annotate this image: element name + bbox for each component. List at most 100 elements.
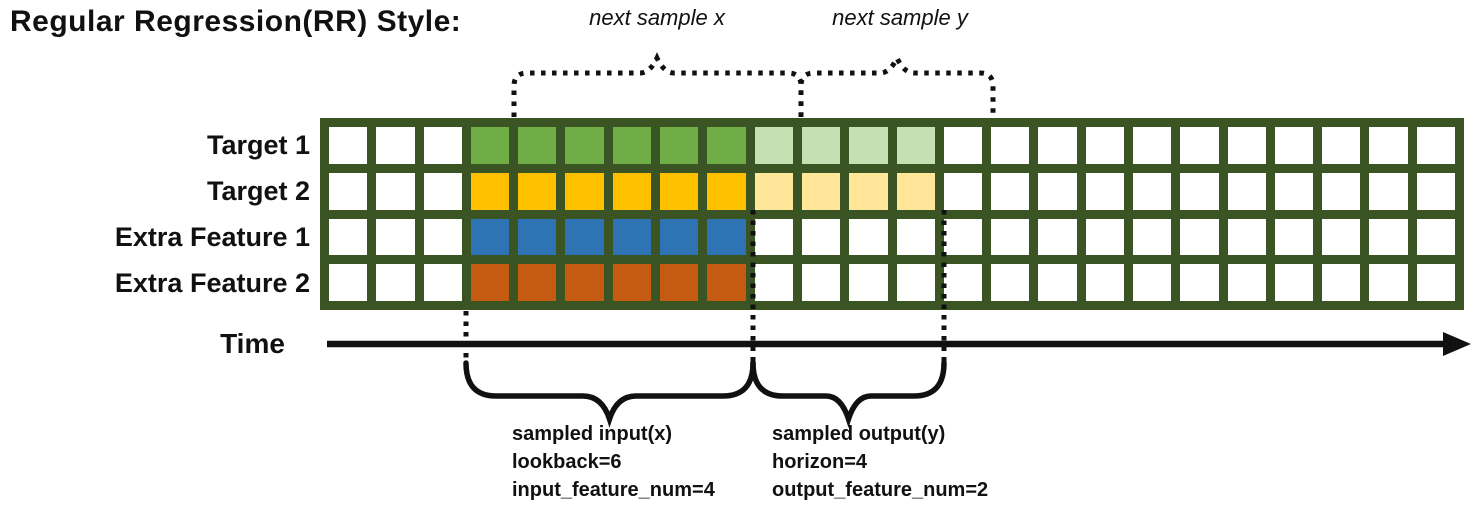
grid-cell	[991, 264, 1030, 301]
grid-cell	[470, 127, 510, 164]
grid-cell	[1132, 172, 1172, 210]
grid-cell	[849, 264, 888, 301]
grid-cell	[1180, 127, 1219, 164]
time-arrowhead-icon	[1443, 332, 1471, 356]
feature-grid	[320, 118, 1464, 310]
grid-cell	[1085, 218, 1124, 256]
lookback-value: lookback=6	[512, 451, 622, 473]
grid-cell	[849, 172, 888, 210]
sampled-output-info: sampled output(y) horizon=4 output_featu…	[772, 420, 988, 504]
grid-cell	[707, 264, 746, 301]
grid-cell	[329, 127, 368, 164]
grid-cell	[518, 218, 557, 256]
grid-cell	[707, 172, 746, 210]
grid-cell	[660, 218, 699, 256]
grid-cell	[1132, 218, 1172, 256]
grid-cell	[1180, 264, 1219, 301]
grid-cell	[801, 264, 841, 301]
next-sample-y-label: next sample y	[832, 5, 968, 30]
grid-cell	[1369, 264, 1408, 301]
grid-cell	[1227, 218, 1266, 256]
grid-cell	[1416, 127, 1455, 164]
grid-cell	[376, 218, 415, 256]
grid-cell	[896, 264, 935, 301]
grid-cell	[1227, 264, 1266, 301]
grid-cell	[1227, 172, 1266, 210]
grid-cell	[565, 172, 604, 210]
grid-cell	[754, 264, 793, 301]
grid-cell	[1038, 172, 1077, 210]
grid-cell	[991, 172, 1030, 210]
grid-cell	[849, 127, 888, 164]
grid-cell	[660, 172, 699, 210]
grid-cell	[423, 264, 462, 301]
grid-cell	[991, 127, 1030, 164]
grid-cell	[1274, 218, 1314, 256]
grid-cell	[707, 127, 746, 164]
grid-cell	[849, 218, 888, 256]
grid-cell	[1132, 127, 1172, 164]
grid-cell	[470, 172, 510, 210]
row-label-target-2: Target 2	[206, 176, 310, 206]
grid-cell	[518, 127, 557, 164]
grid-cell	[423, 127, 462, 164]
grid-cell	[423, 218, 462, 256]
grid-cell	[1322, 218, 1361, 256]
grid-cell	[1369, 127, 1408, 164]
grid-cell	[1038, 218, 1077, 256]
grid-cell	[1322, 127, 1361, 164]
grid-cell	[470, 264, 510, 301]
sampled-output-brace	[750, 360, 947, 428]
grid-cell	[518, 172, 557, 210]
grid-cell	[801, 218, 841, 256]
grid-cell	[754, 172, 793, 210]
grid-cell	[329, 172, 368, 210]
grid-cell	[612, 218, 652, 256]
output-feature-num-value: output_feature_num=2	[772, 479, 989, 501]
input-feature-num-value: input_feature_num=4	[512, 479, 715, 501]
grid-cell	[1180, 172, 1219, 210]
grid-cell	[896, 172, 935, 210]
grid-cell	[1227, 127, 1266, 164]
grid-cell	[943, 172, 983, 210]
grid-cell	[943, 127, 983, 164]
next-sample-x-label: next sample x	[589, 5, 725, 30]
sampled-input-title: sampled input(x)	[512, 423, 673, 445]
row-label-target-1: Target 1	[206, 130, 310, 160]
sampled-output-title: sampled output(y)	[772, 423, 946, 445]
grid-cell	[801, 127, 841, 164]
grid-cell	[943, 264, 983, 301]
grid-cell	[801, 172, 841, 210]
grid-cell	[1322, 264, 1361, 301]
grid-cell	[660, 127, 699, 164]
grid-cell	[1274, 264, 1314, 301]
grid-cell	[1369, 172, 1408, 210]
grid-cell	[943, 218, 983, 256]
grid-cell	[1416, 218, 1455, 256]
sampled-input-info: sampled input(x) lookback=6 input_featur…	[512, 420, 715, 504]
grid-cell	[896, 218, 935, 256]
grid-cell	[1180, 218, 1219, 256]
grid-cell	[991, 218, 1030, 256]
grid-cell	[1416, 264, 1455, 301]
grid-cell	[1416, 172, 1455, 210]
grid-cell	[1085, 264, 1124, 301]
time-axis-label: Time	[220, 328, 285, 359]
grid-cell	[1322, 172, 1361, 210]
grid-cell	[518, 264, 557, 301]
grid-cell	[565, 218, 604, 256]
grid-cell	[1038, 127, 1077, 164]
grid-cell	[376, 172, 415, 210]
row-label-extra-feature-1: Extra Feature 1	[114, 222, 310, 252]
grid-cell	[376, 264, 415, 301]
grid-cell	[1274, 172, 1314, 210]
grid-cell	[660, 264, 699, 301]
next-sample-y-brace	[798, 52, 996, 117]
next-sample-x-brace	[511, 52, 804, 117]
grid-cell	[707, 218, 746, 256]
grid-cell	[612, 172, 652, 210]
grid-cell	[565, 264, 604, 301]
grid-cell	[1038, 264, 1077, 301]
grid-cell	[329, 218, 368, 256]
